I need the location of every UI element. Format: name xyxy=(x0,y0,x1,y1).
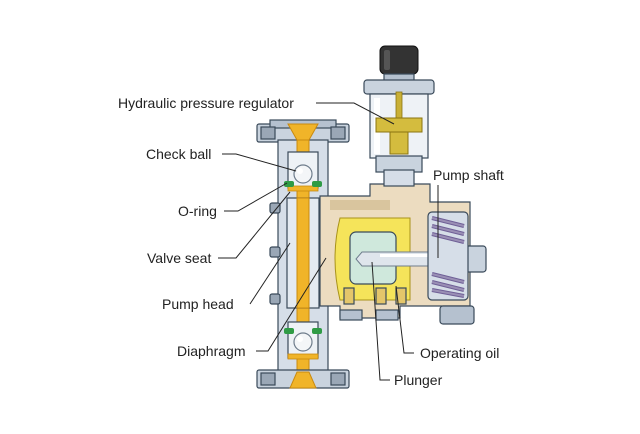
label-diaphragm: Diaphragm xyxy=(177,343,245,359)
top-flange-bolt-right xyxy=(330,126,346,140)
housing-bolt-1 xyxy=(343,287,355,305)
label-operating-oil: Operating oil xyxy=(420,345,499,361)
side-bolt-2 xyxy=(269,246,281,258)
labels: Hydraulic pressure regulator Check ball … xyxy=(118,95,504,388)
regulator-knob-shine xyxy=(384,50,390,70)
housing-foot-mid xyxy=(375,309,399,321)
housing-foot-left xyxy=(339,309,363,321)
label-check-ball: Check ball xyxy=(146,146,211,162)
lower-check-ball xyxy=(293,332,313,352)
lower-o-ring-right xyxy=(312,328,322,334)
lower-valve-seat xyxy=(287,353,319,360)
leader-plunger xyxy=(371,261,390,381)
side-bolt-1 xyxy=(269,202,281,214)
spring-assembly xyxy=(427,211,469,301)
upper-check-ball-highlight xyxy=(297,168,303,174)
housing-shade-top xyxy=(330,200,390,210)
label-pump-head: Pump head xyxy=(162,296,234,312)
label-pump-shaft: Pump shaft xyxy=(433,167,504,183)
lower-o-ring-left xyxy=(284,328,294,334)
flow-channel-mid xyxy=(296,197,310,309)
upper-check-ball xyxy=(293,164,313,184)
leader-check-ball xyxy=(222,153,297,172)
side-bolt-3 xyxy=(269,293,281,305)
upper-valve-seat xyxy=(287,185,319,192)
leader-diaphragm xyxy=(256,257,327,352)
bottom-flange-bolt-right xyxy=(330,372,346,386)
leader-hydraulic-pressure-regulator xyxy=(316,102,395,125)
leader-valve-seat xyxy=(218,191,291,259)
label-o-ring: O-ring xyxy=(178,203,217,219)
regulator-valve-body xyxy=(375,117,423,133)
upper-o-ring-left xyxy=(284,181,294,187)
label-plunger: Plunger xyxy=(394,372,443,388)
bottom-funnel xyxy=(289,371,317,389)
top-funnel xyxy=(287,123,319,141)
top-flange-bolt-left xyxy=(260,126,276,140)
leader-operating-oil xyxy=(395,285,414,354)
bottom-flange-bolt-left xyxy=(260,372,276,386)
label-hydraulic-pressure-regulator: Hydraulic pressure regulator xyxy=(118,95,294,111)
lower-check-ball-highlight xyxy=(297,336,303,342)
leader-lines xyxy=(218,102,439,381)
leader-pump-head xyxy=(249,242,291,305)
hydraulic-pressure-regulator xyxy=(363,45,435,187)
housing-foot-right xyxy=(439,305,475,325)
leader-o-ring xyxy=(224,182,288,212)
label-valve-seat: Valve seat xyxy=(147,250,211,266)
regulator-stem xyxy=(395,91,403,121)
regulator-valve-lower xyxy=(389,131,409,155)
spring-coils-light xyxy=(431,217,465,297)
upper-o-ring-right xyxy=(312,181,322,187)
housing-bolt-2 xyxy=(375,287,387,305)
housing-bolt-3 xyxy=(395,287,407,305)
regulator-mount xyxy=(383,169,415,187)
